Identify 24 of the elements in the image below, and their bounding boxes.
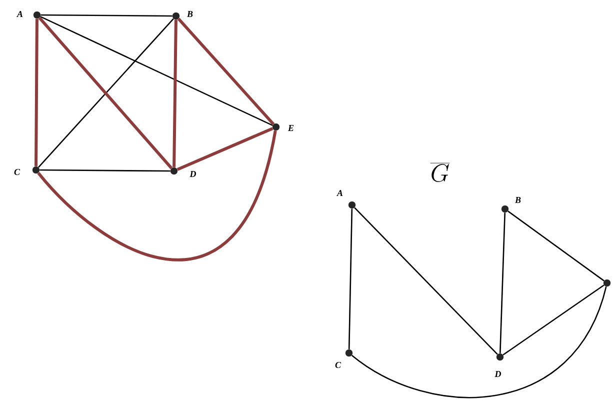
graph-edge xyxy=(37,130,277,261)
graph-edge xyxy=(499,212,506,354)
vertex-label: D xyxy=(494,371,502,377)
vertex-label: C xyxy=(14,168,20,176)
graph-edge xyxy=(348,208,353,350)
vertex-label: B xyxy=(186,11,193,17)
graph-edge xyxy=(40,16,273,126)
graph-edge xyxy=(177,18,275,126)
graph-edge xyxy=(176,127,274,171)
vertex-label: A xyxy=(16,11,23,17)
graph-edge xyxy=(34,18,38,166)
graph-edge xyxy=(354,207,498,355)
graph-edge xyxy=(40,169,170,172)
graph-edge xyxy=(508,210,604,282)
graph-title: $\overline{G}$ xyxy=(430,163,450,182)
graph-edge xyxy=(172,20,178,168)
vertex-label: B xyxy=(514,197,521,203)
graph-edge xyxy=(40,14,172,17)
graph-edge xyxy=(502,284,604,356)
vertex-label: E xyxy=(288,125,294,131)
graph-edge xyxy=(351,286,607,398)
vertex-label: C xyxy=(335,362,342,368)
vertex-label: D xyxy=(190,171,196,177)
vertex-label: A xyxy=(336,190,343,196)
